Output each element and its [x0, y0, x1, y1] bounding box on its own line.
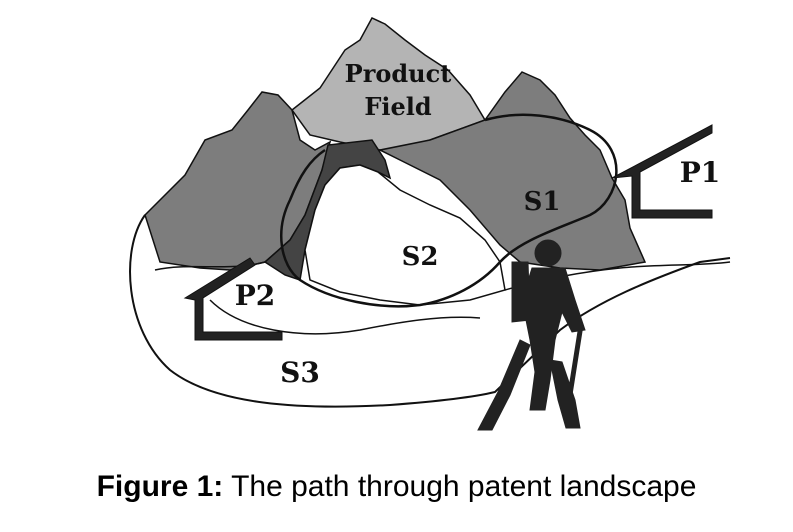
- p1-bracket: [611, 124, 713, 219]
- label-s3: S3: [280, 356, 320, 389]
- label-s1: S1: [524, 187, 561, 217]
- hiker-legs: [477, 339, 581, 431]
- hiker-head: [534, 239, 562, 267]
- s2-valley: [304, 164, 506, 306]
- label-p2: P2: [235, 279, 276, 312]
- label-p1: P1: [680, 156, 721, 189]
- label-field: Field: [364, 92, 432, 121]
- label-s2: S2: [402, 242, 439, 272]
- hiker-stick: [563, 324, 584, 421]
- hiker-figure: [477, 239, 586, 431]
- caption-text: The path through patent landscape: [231, 470, 697, 503]
- trail-path: [280, 113, 618, 308]
- trail-s3: [209, 299, 481, 335]
- p2-bracket: [183, 257, 283, 341]
- patent-landscape-diagram: Product Field S1 S2 S3 P1 P2: [129, 17, 731, 431]
- label-product: Product: [345, 59, 452, 88]
- caption-number: Figure 1:: [96, 470, 224, 503]
- figure-caption: Figure 1: The path through patent landsc…: [0, 470, 793, 504]
